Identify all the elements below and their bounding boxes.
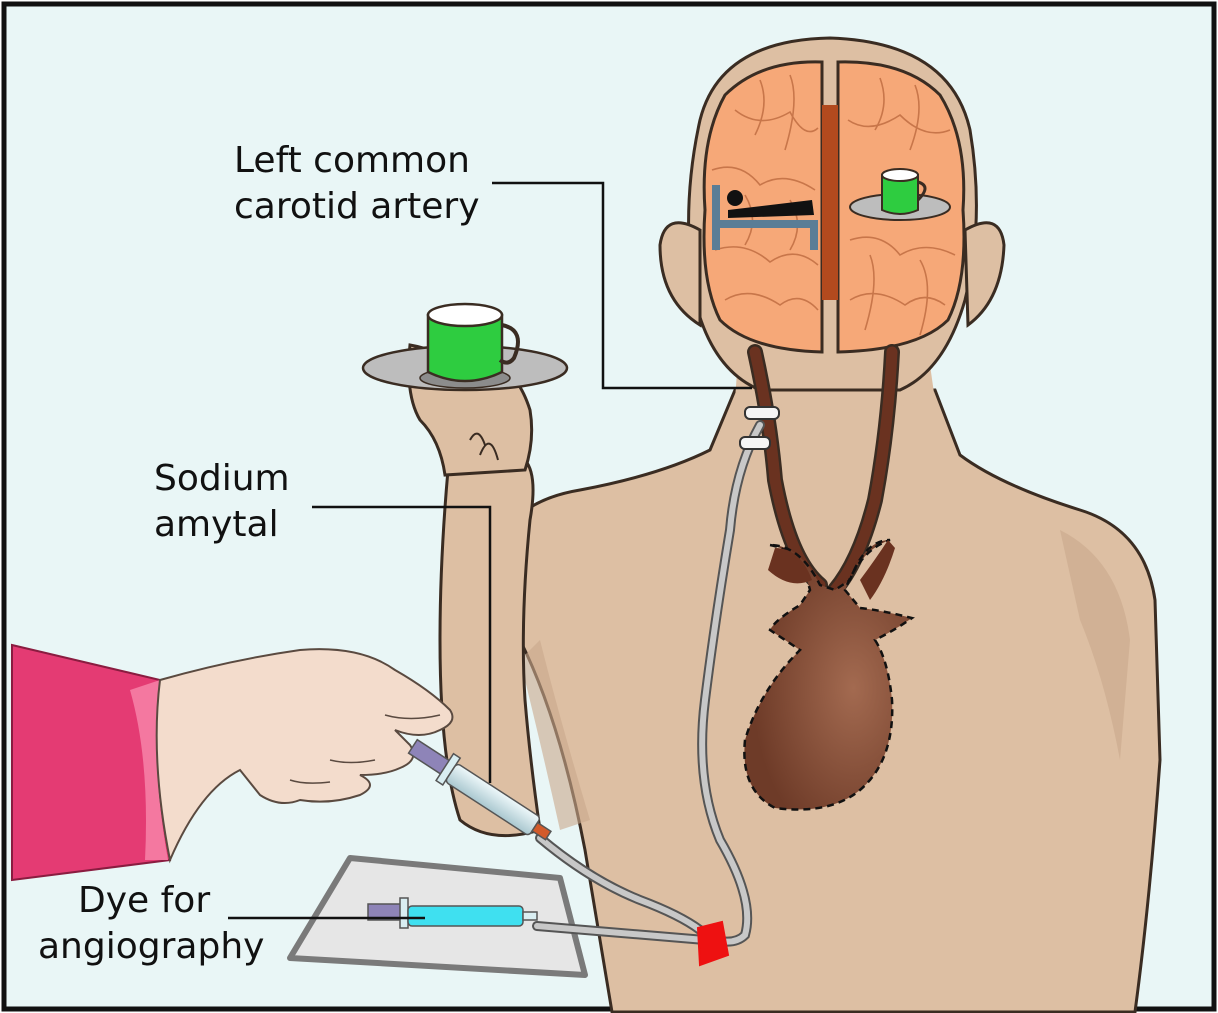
longitudinal-fissure (822, 105, 838, 300)
catheter-clip-upper (745, 407, 779, 419)
catheter-clip-lower (740, 437, 770, 449)
label-dye-line2: angiography (38, 926, 264, 967)
label-amytal-line2: amytal (154, 504, 279, 545)
label-dye-line1: Dye for (78, 880, 210, 921)
label-carotid-line1: Left common (234, 140, 470, 181)
label-carotid-line2: carotid artery (234, 186, 480, 227)
label-amytal-line1: Sodium (154, 458, 290, 499)
